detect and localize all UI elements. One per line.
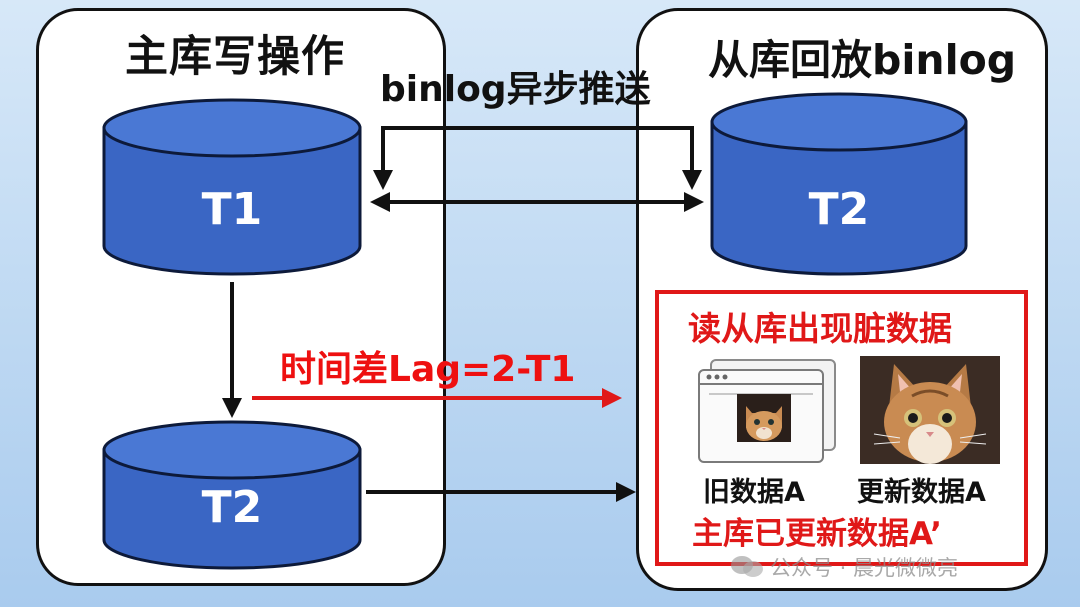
binlog-async-push-label: binlog异步推送 [380, 69, 651, 110]
replica-t2-cylinder: T2 [710, 92, 968, 276]
lag-label: 时间差Lag=2-T1 [280, 349, 576, 390]
dirty-read-title: 读从库出现脏数据 [688, 309, 952, 348]
small-cat-icon [746, 406, 782, 441]
master-t1-label: T1 [202, 184, 263, 235]
master-t2-cylinder: T2 [102, 420, 362, 570]
new-data-caption: 更新数据A [857, 477, 986, 508]
master-t1-cylinder: T1 [102, 98, 362, 276]
watermark: 公众号 · 晨光微微亮 [770, 556, 959, 580]
master-updated-note: 主库已更新数据A’ [692, 516, 942, 552]
old-data-browser-image [698, 359, 836, 463]
master-t2-label: T2 [202, 482, 263, 533]
cat-icon [873, 364, 987, 464]
master-panel-title: 主库写操作 [125, 32, 345, 82]
new-data-cat-photo [860, 356, 1000, 464]
replica-panel-title: 从库回放binlog [708, 36, 1017, 84]
replica-t2-label: T2 [809, 184, 870, 235]
wechat-icon [731, 556, 763, 577]
old-data-caption: 旧数据A [703, 477, 805, 508]
sync-bracket-arrows [373, 126, 702, 190]
